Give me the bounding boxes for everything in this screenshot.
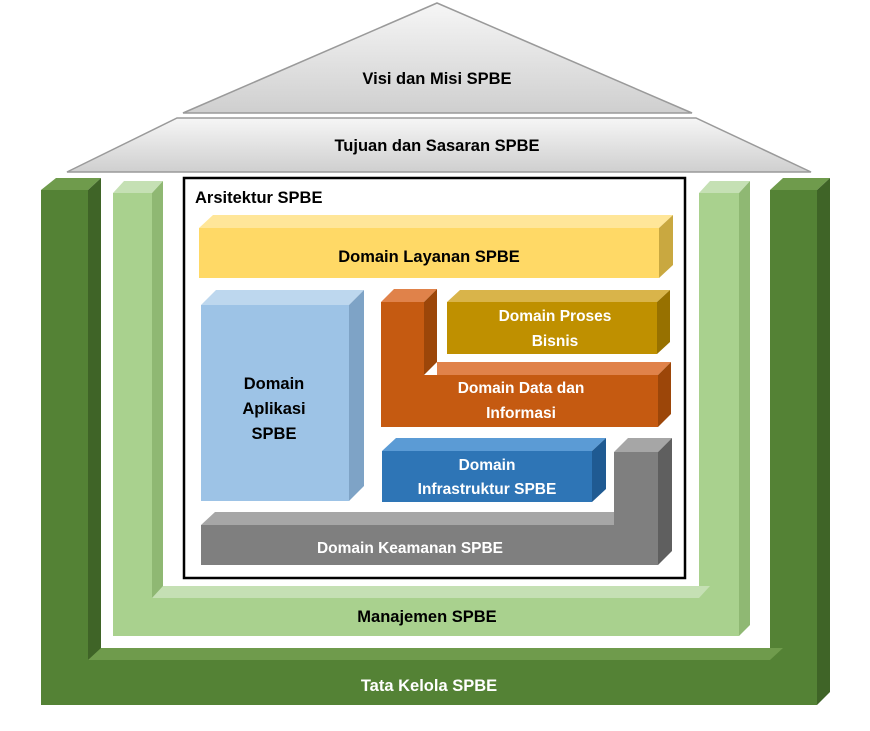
tujuan-sasaran-label: Tujuan dan Sasaran SPBE <box>334 137 539 155</box>
domain-aplikasi-label-3: SPBE <box>252 425 297 443</box>
domain-proses-bisnis-label-1: Domain Proses <box>499 308 612 325</box>
manajemen-label: Manajemen SPBE <box>357 608 496 626</box>
domain-infrastruktur-label-2: Infrastruktur SPBE <box>418 481 557 498</box>
domain-aplikasi-label-2: Aplikasi <box>242 400 305 418</box>
domain-proses-bisnis-block <box>447 290 670 354</box>
domain-aplikasi-label-1: Domain <box>244 375 305 393</box>
domain-keamanan-block <box>201 438 672 565</box>
domain-layanan-label: Domain Layanan SPBE <box>338 248 520 266</box>
domain-proses-bisnis-label-2: Bisnis <box>532 333 579 350</box>
manajemen-frame <box>113 181 750 636</box>
domain-infrastruktur-label-1: Domain <box>459 457 516 474</box>
tata-kelola-label: Tata Kelola SPBE <box>361 677 497 695</box>
domain-data-informasi-block <box>381 289 671 427</box>
tata-kelola-frame <box>41 178 830 705</box>
arsitektur-label: Arsitektur SPBE <box>195 189 322 207</box>
visi-misi-label: Visi dan Misi SPBE <box>362 70 511 88</box>
domain-data-informasi-label-2: Informasi <box>486 405 556 422</box>
domain-layanan-block <box>199 215 673 278</box>
domain-infrastruktur-block <box>382 438 606 502</box>
visi-misi-roof <box>182 2 693 114</box>
tujuan-sasaran-roof <box>66 117 812 173</box>
domain-data-informasi-label-1: Domain Data dan <box>458 380 585 397</box>
domain-aplikasi-block <box>201 290 364 501</box>
domain-keamanan-label: Domain Keamanan SPBE <box>317 540 503 557</box>
